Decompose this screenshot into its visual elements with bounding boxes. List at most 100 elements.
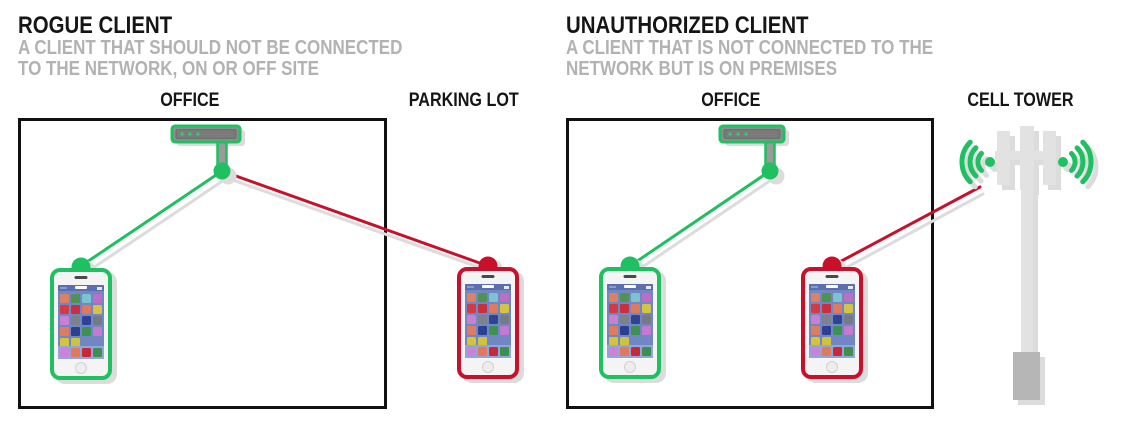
rogue-client-phone <box>457 267 519 379</box>
app-icon <box>71 294 80 303</box>
cell-tower-icon <box>959 126 1099 405</box>
phone-statusbar <box>465 284 511 290</box>
dock-icon-row <box>60 348 102 357</box>
app-icon <box>833 304 842 313</box>
phone-dock <box>607 345 653 358</box>
app-icon <box>478 315 487 324</box>
home-button <box>826 361 838 373</box>
phone-speaker <box>825 275 839 278</box>
dock-icon-row <box>467 347 509 356</box>
app-icon <box>642 304 651 313</box>
app-icon <box>500 347 509 356</box>
app-icon <box>811 315 820 324</box>
app-icon <box>822 315 831 324</box>
app-icon <box>93 294 102 303</box>
app-icon <box>60 338 69 347</box>
phone-screen <box>465 284 511 358</box>
app-icon <box>620 304 629 313</box>
app-icon <box>822 337 831 346</box>
app-icon <box>500 293 509 302</box>
app-icon <box>631 304 640 313</box>
app-icon <box>620 337 629 346</box>
app-icon-row <box>467 337 509 346</box>
app-icon <box>609 326 618 335</box>
app-icon <box>631 293 640 302</box>
app-icon-row <box>609 337 651 346</box>
app-icon <box>609 315 618 324</box>
phone-speaker <box>623 275 637 278</box>
app-icon <box>822 304 831 313</box>
radio-waves-icon <box>959 139 995 185</box>
app-icon <box>844 304 853 313</box>
tower-base <box>1013 352 1040 400</box>
app-icon <box>620 293 629 302</box>
app-icon <box>631 326 640 335</box>
app-icon <box>93 316 102 325</box>
app-icon <box>833 347 842 356</box>
app-icon <box>642 315 651 324</box>
dock-icon-row <box>811 347 853 356</box>
app-icon-row <box>60 294 102 303</box>
cell-tower-label: CELL TOWER <box>966 90 1074 111</box>
phone-statusbar <box>607 284 653 290</box>
app-icon <box>82 348 91 357</box>
phone-dock <box>465 345 511 358</box>
app-icon <box>82 327 91 336</box>
dock-icon-row <box>609 347 651 356</box>
home-button <box>75 362 87 374</box>
app-icon <box>811 326 820 335</box>
phone-screen <box>809 284 855 358</box>
app-icon <box>642 293 651 302</box>
app-icon <box>82 316 91 325</box>
app-icon-row <box>60 305 102 314</box>
app-icon <box>811 337 820 346</box>
app-icon <box>82 294 91 303</box>
phone-dock <box>58 346 104 359</box>
app-icon <box>489 326 498 335</box>
tower-mast <box>1021 185 1033 355</box>
subtitle-line: A CLIENT THAT SHOULD NOT BE CONNECTED <box>18 37 403 59</box>
home-button <box>482 361 494 373</box>
app-icon <box>93 348 102 357</box>
app-icon <box>478 304 487 313</box>
app-icon <box>833 315 842 324</box>
app-icon-row <box>811 315 853 324</box>
office-label: OFFICE <box>160 90 220 111</box>
app-icon-row <box>609 315 651 324</box>
app-icon <box>844 347 853 356</box>
app-icon <box>822 347 831 356</box>
antenna-panel <box>1020 126 1034 190</box>
phone-statusbar <box>809 284 855 290</box>
app-icon <box>609 347 618 356</box>
page-title: UNAUTHORIZED CLIENT <box>566 12 809 39</box>
app-icon <box>642 326 651 335</box>
app-icon <box>478 326 487 335</box>
app-icon <box>822 326 831 335</box>
app-icon <box>833 293 842 302</box>
app-icon <box>467 293 476 302</box>
app-icon <box>500 304 509 313</box>
antenna-panel <box>1043 131 1056 185</box>
phone-screen <box>607 284 653 358</box>
app-icon <box>71 316 80 325</box>
subtitle-line: TO THE NETWORK, ON OR OFF SITE <box>18 58 319 80</box>
app-icon <box>82 305 91 314</box>
authorized-client-phone <box>50 268 112 380</box>
app-icon-row <box>60 338 102 347</box>
app-icon <box>60 305 69 314</box>
phone-statusbar <box>58 285 104 291</box>
app-icon <box>467 347 476 356</box>
app-icon <box>500 315 509 324</box>
app-icon <box>609 304 618 313</box>
app-icon <box>620 315 629 324</box>
app-icon <box>93 305 102 314</box>
app-icon <box>467 326 476 335</box>
panel-subtitle: A CLIENT THAT SHOULD NOT BE CONNECTED TO… <box>18 38 402 80</box>
app-icon <box>811 304 820 313</box>
app-icon-grid <box>60 294 102 347</box>
app-icon-row <box>467 293 509 302</box>
subtitle-line: NETWORK BUT IS ON PREMISES <box>566 58 838 80</box>
phone-speaker <box>481 275 495 278</box>
parking-lot-label: PARKING LOT <box>408 90 520 111</box>
app-icon <box>844 326 853 335</box>
